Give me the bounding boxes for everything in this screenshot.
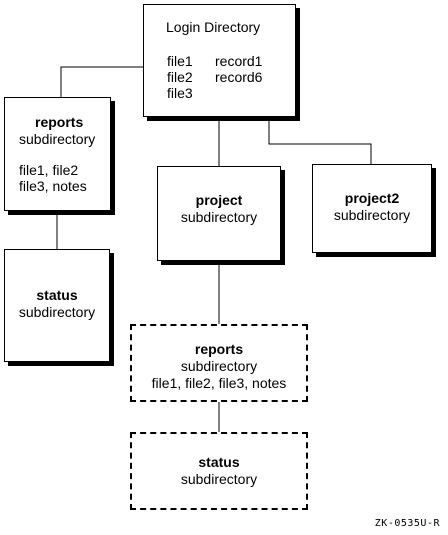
login-files-right: record1 record6: [215, 53, 262, 85]
reports-subdirectory-box: reports subdirectory file1, file2 file3,…: [4, 97, 111, 211]
login-files-left: file1 file2 file3: [167, 53, 193, 101]
reports-type: subdirectory: [19, 131, 96, 147]
project-label-group: project subdirectory: [158, 192, 280, 226]
login-directory-title: Login Directory: [166, 19, 261, 35]
status-copy-subdirectory-box: status subdirectory: [130, 432, 308, 510]
project2-name: project2: [344, 190, 400, 206]
figure-id-label: ZK-0535U-R: [374, 518, 440, 529]
reports-copy-name: reports: [194, 341, 244, 357]
status-copy-type: subdirectory: [180, 471, 258, 487]
file-entry: file3, notes: [19, 178, 87, 194]
status-subdirectory-box: status subdirectory: [4, 249, 110, 362]
file-entry: record1: [215, 53, 263, 69]
status-type: subdirectory: [18, 304, 96, 320]
file-entry: file2: [167, 69, 193, 85]
file-entry: file1: [167, 53, 193, 69]
reports-copy-type: subdirectory: [180, 358, 258, 374]
status-copy-label-group: status subdirectory: [132, 454, 306, 488]
project-name: project: [195, 192, 243, 208]
file-entry: file3: [167, 85, 193, 101]
project-type: subdirectory: [180, 209, 258, 225]
project2-type: subdirectory: [333, 207, 411, 223]
login-directory-box: Login Directory file1 file2 file3 record…: [143, 4, 296, 117]
file-entry: record6: [215, 69, 263, 85]
project2-label-group: project2 subdirectory: [313, 190, 431, 224]
reports-copy-subdirectory-box: reports subdirectory file1, file2, file3…: [130, 324, 308, 402]
project2-subdirectory-box: project2 subdirectory: [312, 164, 432, 253]
status-label-group: status subdirectory: [5, 287, 109, 321]
reports-copy-label-group: reports subdirectory file1, file2, file3…: [132, 341, 306, 391]
reports-name: reports: [35, 114, 84, 130]
reports-label-group: reports subdirectory file1, file2 file3,…: [19, 114, 95, 194]
connector-login-reports: [60, 66, 143, 97]
project-subdirectory-box: project subdirectory: [157, 166, 281, 261]
status-name: status: [36, 287, 78, 303]
file-entry: file1, file2: [19, 162, 79, 178]
reports-files: file1, file2 file3, notes: [19, 162, 95, 194]
connector-login-project2: [268, 117, 372, 164]
reports-copy-files: file1, file2, file3, notes: [151, 375, 287, 391]
status-copy-name: status: [198, 454, 240, 470]
